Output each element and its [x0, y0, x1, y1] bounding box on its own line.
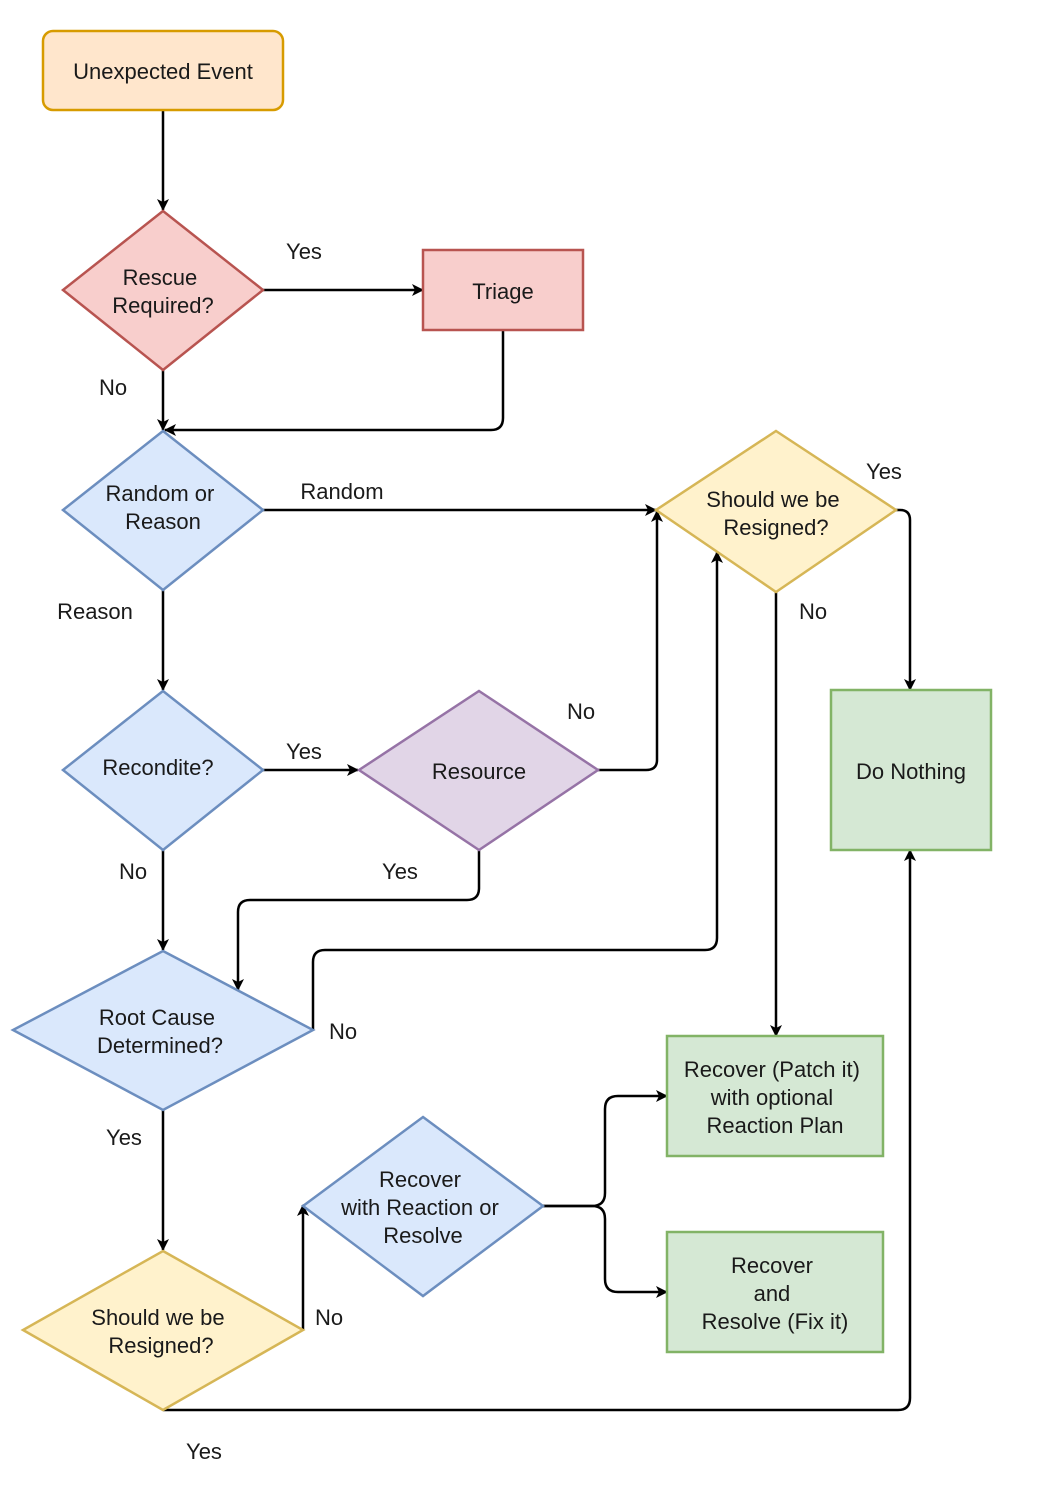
node-should-we-be-resigned-bottom: Should we be Resigned? [20, 1249, 306, 1412]
node-unexpected-event: Unexpected Event [41, 29, 285, 112]
edge-root-cause-no-to-resign-top [311, 551, 723, 1030]
edge-triage-to-random [164, 330, 505, 436]
edge-resource-yes-to-root-cause [232, 850, 481, 991]
node-resource: Resource [356, 689, 601, 852]
resource-shape [356, 689, 601, 852]
should-resign-top-label: Should we be Resigned? [706, 487, 845, 540]
edge-label-reason: Reason [57, 599, 133, 624]
edge-label-resign-top-yes: Yes [866, 459, 902, 484]
node-should-we-be-resigned-top: Should we be Resigned? [653, 429, 899, 594]
edge-label-resource-no: No [567, 699, 595, 724]
triage-label: Triage [472, 279, 534, 304]
edges [157, 110, 916, 1412]
edge-label-rescue-yes: Yes [286, 239, 322, 264]
random-or-reason-label: Random or Reason [106, 481, 221, 534]
edge-label-random: Random [300, 479, 383, 504]
edge-label-recondite-no: No [119, 859, 147, 884]
rescue-required-label: Rescue Required? [112, 265, 214, 318]
node-recover-patch: Recover (Patch it) with optional Reactio… [665, 1034, 885, 1158]
edge-label-recondite-yes: Yes [286, 739, 322, 764]
do-nothing-shape [829, 688, 993, 852]
do-nothing-label: Do Nothing [856, 759, 966, 784]
recover-fix-label: Recover and Resolve (Fix it) [702, 1253, 849, 1334]
random-or-reason-shape [60, 429, 266, 592]
recover-fix-shape [665, 1230, 885, 1354]
resource-label: Resource [432, 759, 526, 784]
edge-choice-to-recover-fix [543, 1204, 668, 1298]
edge-choice-to-recover-patch [543, 1090, 668, 1208]
recondite-label: Recondite? [102, 755, 213, 780]
node-rescue-required: Rescue Required? [60, 209, 266, 372]
edge-label-resign-bottom-yes: Yes [186, 1439, 222, 1464]
edge-resource-no-to-resign-top [598, 510, 663, 772]
unexpected-event-shape [41, 29, 285, 112]
should-resign-bottom-shape [20, 1249, 306, 1412]
recover-patch-shape [665, 1034, 885, 1158]
node-random-or-reason: Random or Reason [60, 429, 266, 592]
recover-choice-shape [300, 1115, 546, 1298]
recover-patch-label: Recover (Patch it) with optional Reactio… [684, 1057, 866, 1138]
edge-resign-bottom-yes-to-do-nothing [163, 849, 916, 1412]
recover-choice-label: Recover with Reaction or Resolve [340, 1167, 505, 1248]
triage-shape [421, 248, 585, 332]
unexpected-event-label: Unexpected Event [73, 59, 253, 84]
node-do-nothing: Do Nothing [829, 688, 993, 852]
edge-label-resource-yes: Yes [382, 859, 418, 884]
edge-resign-top-yes-to-do-nothing [896, 508, 916, 691]
edge-label-root-cause-no: No [329, 1019, 357, 1044]
root-cause-shape [10, 949, 316, 1112]
edge-label-root-cause-yes: Yes [106, 1125, 142, 1150]
node-recondite: Recondite? [60, 689, 266, 852]
recondite-shape [60, 689, 266, 852]
should-resign-top-shape [653, 429, 899, 594]
node-triage: Triage [421, 248, 585, 332]
node-root-cause-determined: Root Cause Determined? [10, 949, 316, 1112]
root-cause-label: Root Cause Determined? [97, 1005, 223, 1058]
node-recover-choice: Recover with Reaction or Resolve [300, 1115, 546, 1298]
edge-label-resign-bottom-no: No [315, 1305, 343, 1330]
edge-label-resign-top-no: No [799, 599, 827, 624]
rescue-required-shape [60, 209, 266, 372]
edge-labels: Yes No Random Reason Yes No Yes No No Ye… [57, 239, 902, 1464]
should-resign-bottom-label: Should we be Resigned? [91, 1305, 230, 1358]
edge-label-rescue-no: No [99, 375, 127, 400]
node-recover-fix: Recover and Resolve (Fix it) [665, 1230, 885, 1354]
